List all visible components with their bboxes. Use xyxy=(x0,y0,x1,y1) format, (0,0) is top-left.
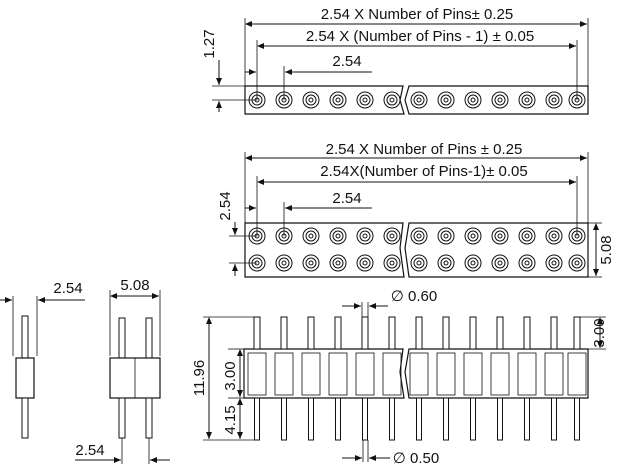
pin-socket xyxy=(382,352,402,396)
pin-tail xyxy=(281,397,287,441)
hole-inner xyxy=(443,260,449,266)
pin-top xyxy=(550,316,558,350)
pin-top xyxy=(307,316,315,350)
front-view: 11.96 3.00 4.15 3.00 ∅ 0.60 ∅ 0.50 xyxy=(191,288,608,467)
hole-inner xyxy=(281,260,287,266)
hole-inner xyxy=(524,97,530,103)
side-single-bottom-label: 2.54 xyxy=(75,442,104,459)
pin-tail xyxy=(470,397,476,441)
hole-inner xyxy=(416,233,422,239)
pin-top xyxy=(280,316,288,350)
hole-inner xyxy=(335,260,341,266)
hole-inner xyxy=(470,97,476,103)
pin-socket xyxy=(517,352,537,396)
hole-inner xyxy=(362,97,368,103)
hole-inner xyxy=(497,233,503,239)
pin-socket xyxy=(301,352,321,396)
pin-tail xyxy=(389,397,395,441)
single-height-label: 1.27 xyxy=(201,29,218,58)
hole-inner xyxy=(416,260,422,266)
hole-inner xyxy=(389,233,395,239)
hole-inner xyxy=(308,233,314,239)
pin-socket xyxy=(409,352,429,396)
pin-top xyxy=(469,316,477,350)
hole-inner xyxy=(362,260,368,266)
pin-top xyxy=(334,316,342,350)
front-body-height-label: 3.00 xyxy=(222,361,239,390)
double-row-top-view: 2.54 X Number of Pins ± 0.25 2.54X(Numbe… xyxy=(217,141,615,278)
pin-tail xyxy=(254,397,260,441)
hole-inner xyxy=(470,260,476,266)
pin-tail xyxy=(497,397,503,441)
pin-top xyxy=(388,316,396,350)
hole-inner xyxy=(551,260,557,266)
pin-socket xyxy=(463,352,483,396)
side-double-top-label: 5.08 xyxy=(120,277,149,294)
hole-inner xyxy=(362,233,368,239)
hole-inner xyxy=(497,260,503,266)
pin-tail xyxy=(443,397,449,441)
side-view-single: 2.54 xyxy=(0,280,85,439)
single-row-top-view: 2.54 X Number of Pins± 0.25 2.54 X (Numb… xyxy=(201,6,589,115)
pin-top xyxy=(523,316,531,350)
hole-inner xyxy=(443,97,449,103)
hole-inner xyxy=(335,97,341,103)
hole-inner xyxy=(389,260,395,266)
double-span-label: 2.54X(Number of Pins-1)± 0.05 xyxy=(320,163,528,180)
hole-inner xyxy=(524,260,530,266)
pin-top xyxy=(415,316,423,350)
hole-inner xyxy=(308,260,314,266)
pin-socket xyxy=(436,352,456,396)
hole-inner xyxy=(416,97,422,103)
pin-socket xyxy=(355,352,375,396)
hole-inner xyxy=(335,233,341,239)
pin-tail xyxy=(335,397,341,441)
side-single-top-label: 2.54 xyxy=(53,280,82,297)
front-pins xyxy=(247,316,587,441)
pin-socket xyxy=(567,352,587,396)
double-row-pitch-label: 2.54 xyxy=(217,191,234,220)
pin-tail xyxy=(524,397,530,441)
pin-socket xyxy=(247,352,267,396)
hole-inner xyxy=(308,97,314,103)
pin-tail xyxy=(362,397,368,441)
hole-inner xyxy=(551,233,557,239)
hole-inner xyxy=(443,233,449,239)
hole-inner xyxy=(574,260,580,266)
pin-tail xyxy=(308,397,314,441)
pin-top xyxy=(253,316,261,350)
side-view-double: 5.08 2.54 xyxy=(75,277,170,464)
single-span-label: 2.54 X (Number of Pins - 1) ± 0.05 xyxy=(306,28,534,45)
pin-top xyxy=(496,316,504,350)
hole-inner xyxy=(551,97,557,103)
front-total-height-label: 11.96 xyxy=(191,360,208,396)
front-bottom-dia-label: ∅ 0.50 xyxy=(393,450,439,467)
double-width-label: 5.08 xyxy=(598,235,615,264)
pin-socket xyxy=(544,352,564,396)
double-pitch-label: 2.54 xyxy=(332,190,361,207)
pin-top xyxy=(361,316,369,350)
hole-inner xyxy=(470,233,476,239)
double-overall-label: 2.54 X Number of Pins ± 0.25 xyxy=(326,141,523,158)
hole-inner xyxy=(497,97,503,103)
single-overall-label: 2.54 X Number of Pins± 0.25 xyxy=(321,6,514,23)
pin-tail xyxy=(416,397,422,441)
front-top-pin-label: 3.00 xyxy=(591,318,608,347)
hole-inner xyxy=(524,233,530,239)
front-top-dia-label: ∅ 0.60 xyxy=(391,288,437,305)
pin-top xyxy=(442,316,450,350)
pin-top xyxy=(573,316,581,350)
hole-inner xyxy=(389,97,395,103)
pin-tail xyxy=(574,397,580,441)
pin-socket xyxy=(274,352,294,396)
front-tail-length-label: 4.15 xyxy=(222,405,239,434)
single-row-holes xyxy=(248,91,586,109)
pin-tail xyxy=(551,397,557,441)
single-pitch-label: 2.54 xyxy=(332,53,361,70)
pin-socket xyxy=(328,352,348,396)
pin-socket xyxy=(490,352,510,396)
